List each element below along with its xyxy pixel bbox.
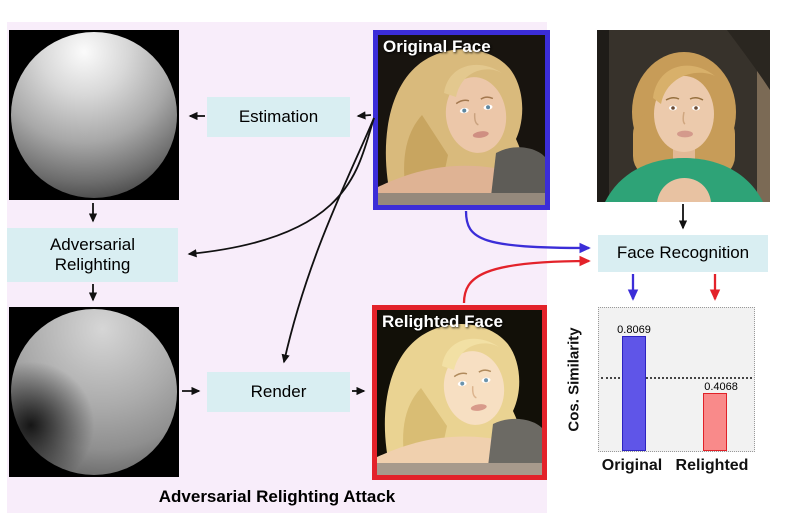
target-face-image — [597, 30, 770, 202]
relighted-face-photo — [377, 310, 542, 475]
bar-relighted-value: 0.4068 — [704, 381, 738, 393]
chart-ylabel: Cos. Similarity — [565, 327, 583, 432]
face-recognition-box: Face Recognition — [598, 235, 768, 272]
bar-original-value: 0.8069 — [617, 324, 651, 336]
target-face-photo — [597, 30, 770, 202]
lighting-sphere-render — [11, 309, 177, 475]
chart-plot-area: 0.8069 0.4068 — [598, 307, 755, 452]
estimated-lighting-sphere — [9, 30, 179, 200]
render-box: Render — [207, 372, 350, 412]
adversarial-relighting-box: Adversarial Relighting — [7, 228, 178, 282]
pipeline-caption: Adversarial Relighting Attack — [158, 487, 396, 506]
bar-relighted: 0.4068 — [703, 381, 738, 451]
similarity-chart: Cos. Similarity 0.8069 0.4068 Original R… — [566, 307, 755, 474]
original-face-photo — [378, 35, 545, 205]
original-face-label: Original Face — [383, 37, 491, 56]
bar-original: 0.8069 — [617, 324, 651, 451]
lighting-sphere-render — [11, 32, 177, 198]
relighted-face-label: Relighted Face — [382, 312, 503, 331]
threshold-line — [601, 377, 752, 379]
estimation-box: Estimation — [207, 97, 350, 137]
original-face-image: Original Face — [373, 30, 550, 210]
adversarial-lighting-sphere — [9, 307, 179, 477]
chart-xtick-original: Original — [601, 457, 663, 474]
relighted-face-image: Relighted Face — [372, 305, 547, 480]
chart-xtick-relighted: Relighted — [675, 457, 749, 474]
